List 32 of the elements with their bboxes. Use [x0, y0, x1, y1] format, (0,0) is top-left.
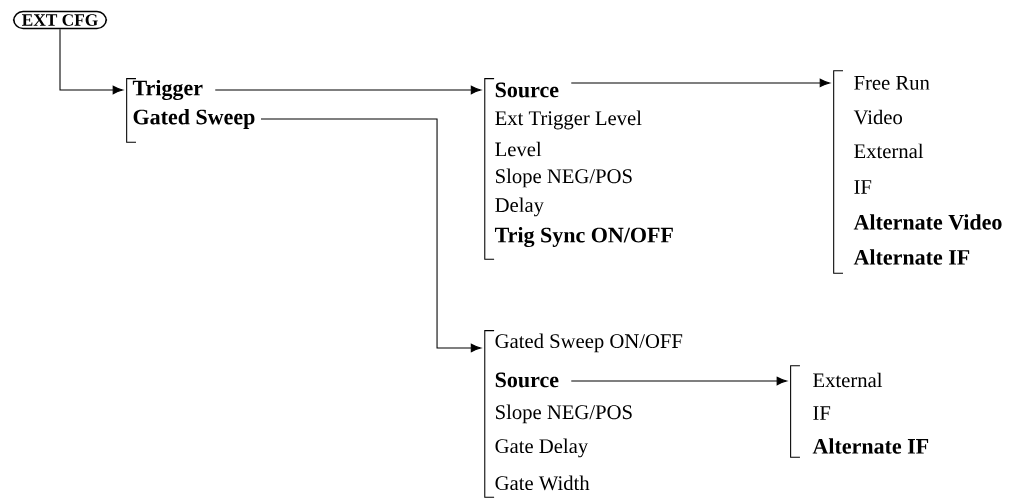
- menu-item: IF: [854, 180, 872, 194]
- menu-item: Alternate IF: [853, 249, 970, 265]
- menu-item: Gated Sweep: [133, 109, 255, 129]
- menu-item: Slope NEG/POS: [496, 404, 632, 424]
- menu-item: External: [813, 372, 883, 388]
- menu-item: Video: [853, 109, 902, 125]
- bracket: [484, 78, 495, 260]
- arrow: [570, 78, 831, 88]
- arrow: [59, 28, 124, 95]
- menu-item: Alternate IF: [812, 438, 929, 454]
- bracket: [484, 330, 495, 498]
- bracket: [790, 365, 801, 458]
- menu-item: External: [854, 143, 924, 159]
- menu-item: Gate Width: [495, 475, 590, 491]
- menu-item: Free Run: [854, 76, 930, 90]
- menu-item: Source: [495, 82, 559, 98]
- arrow: [260, 118, 482, 353]
- menu-item: Ext Trigger Level: [495, 110, 642, 130]
- menu-item: IF: [813, 406, 831, 420]
- menu-item: Gated Sweep ON/OFF: [495, 333, 683, 353]
- menu-item: Trigger: [132, 80, 203, 101]
- menu-item: Delay: [495, 197, 544, 217]
- bracket: [833, 70, 844, 274]
- menu-key: EXT CFG: [12, 10, 108, 30]
- menu-item: Trig Sync ON/OFF: [495, 227, 673, 248]
- arrow: [214, 85, 482, 95]
- menu-item: Level: [495, 141, 542, 157]
- menu-item: Gate Delay: [495, 438, 589, 458]
- menu-item: Alternate Video: [853, 214, 1002, 230]
- arrow: [570, 376, 788, 386]
- menu-item: Source: [495, 372, 559, 388]
- menu-item: Slope NEG/POS: [496, 168, 632, 188]
